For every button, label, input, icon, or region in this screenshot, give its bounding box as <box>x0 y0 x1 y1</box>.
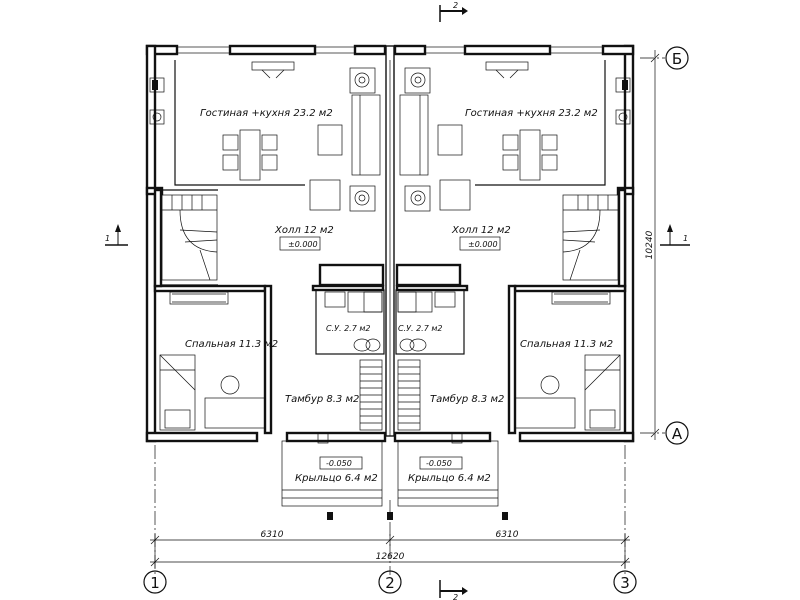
porch <box>281 432 508 520</box>
furniture-bedroom-left <box>159 354 266 431</box>
label-living-left: Гостиная +кухня 23.2 м2 <box>200 108 333 119</box>
label-level-right: ±0.000 <box>468 240 498 249</box>
label-living-right: Гостиная +кухня 23.2 м2 <box>465 108 598 119</box>
axis-label-3: 3 <box>620 574 630 592</box>
label-hall-right: Холл 12 м2 <box>451 225 511 236</box>
section-mark-left-label: 1 <box>105 234 110 243</box>
axis-bubble-b: Б <box>665 46 689 70</box>
section-mark-bottom: 2 <box>439 580 468 600</box>
axis-label-1: 1 <box>150 574 160 592</box>
corner-vents <box>149 77 631 125</box>
label-porch-left: Крыльцо 6.4 м2 <box>295 473 378 484</box>
label-bedroom-left: Спальная 11.3 м2 <box>185 339 278 350</box>
axis-label-a: А <box>672 425 683 443</box>
label-porch-level-left: -0.050 <box>326 459 352 468</box>
dim-total-span: 12620 <box>376 552 405 562</box>
vestibule-ladder-right <box>397 359 421 431</box>
label-vestibule-right: Тамбур 8.3 м2 <box>430 393 504 405</box>
label-vestibule-left: Тамбур 8.3 м2 <box>285 393 359 405</box>
vestibule-ladder-left <box>359 359 383 431</box>
furniture-living-left <box>222 61 381 212</box>
section-mark-right-label: 1 <box>683 234 688 243</box>
staircase-right <box>562 194 619 281</box>
label-hall-left: Холл 12 м2 <box>274 225 334 236</box>
dim-depth: 10240 <box>645 230 655 259</box>
dim-right-span: 6310 <box>496 530 519 540</box>
axis-bubble-1: 1 <box>143 570 167 594</box>
section-mark-top: 2 <box>439 1 468 22</box>
section-mark-right: 1 <box>660 224 690 246</box>
label-porch-level-right: -0.050 <box>426 459 452 468</box>
windows-top <box>176 46 604 54</box>
axis-label-b: Б <box>672 50 682 68</box>
section-mark-top-label: 2 <box>453 1 458 10</box>
axis-bubble-2: 2 <box>378 570 402 594</box>
label-bedroom-right: Спальная 11.3 м2 <box>520 339 613 350</box>
section-mark-left: 1 <box>105 224 128 246</box>
label-porch-right: Крыльцо 6.4 м2 <box>408 473 491 484</box>
dimension-lines <box>150 50 660 568</box>
furniture-living-right <box>399 61 558 212</box>
exterior-walls <box>145 44 635 443</box>
label-bath-right: С.У. 2.7 м2 <box>398 324 442 333</box>
staircase-left <box>161 194 218 281</box>
radiators <box>169 291 611 305</box>
dim-left-span: 6310 <box>261 530 284 540</box>
axis-lines <box>154 57 665 575</box>
axis-bubble-a: А <box>665 421 689 445</box>
label-bath-left: С.У. 2.7 м2 <box>326 324 370 333</box>
axis-label-2: 2 <box>385 574 395 592</box>
axis-bubble-3: 3 <box>613 570 637 594</box>
section-mark-bottom-label: 2 <box>453 593 458 600</box>
label-level-left: ±0.000 <box>288 240 318 249</box>
furniture-bedroom-right <box>514 354 621 431</box>
interior-walls <box>145 60 635 435</box>
